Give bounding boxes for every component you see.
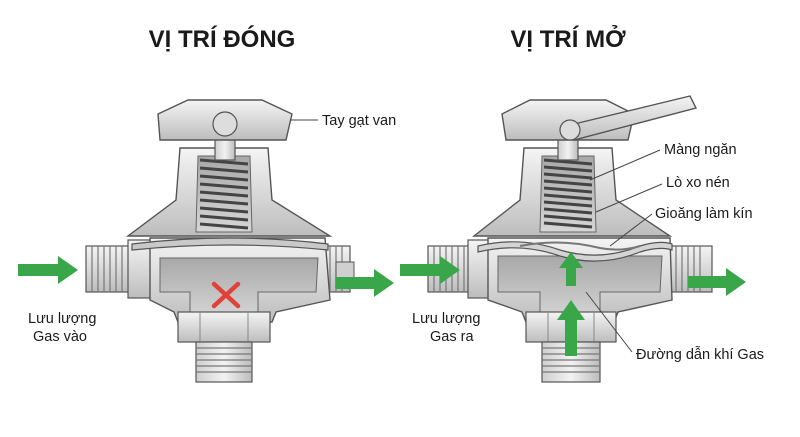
closed-valve: Tay gạt van Lưu lượng Gas vào bbox=[18, 99, 396, 383]
open-diaphragm bbox=[477, 241, 673, 262]
closed-outflow-arrow-icon bbox=[336, 269, 394, 297]
spring-label: Lò xo nén bbox=[666, 175, 730, 191]
leader-lines bbox=[585, 149, 663, 353]
open-position-title: VỊ TRÍ MỞ bbox=[510, 26, 626, 53]
inflow-label-line2: Gas vào bbox=[33, 329, 87, 345]
outflow-label-line1: Lưu lượng bbox=[412, 311, 480, 327]
inflow-arrow-icon bbox=[18, 256, 78, 284]
handle-label: Tay gạt van bbox=[322, 113, 396, 129]
inflow-arrow-icon-open bbox=[400, 256, 460, 284]
diaphragm-label: Màng ngăn bbox=[664, 142, 737, 158]
gasket bbox=[519, 241, 641, 251]
upflow-arrow-icon bbox=[557, 300, 585, 356]
closed-spring bbox=[199, 158, 249, 230]
closed-diaphragm bbox=[131, 237, 329, 251]
stop-x-mark-icon bbox=[211, 281, 241, 309]
outflow-label-line2: Gas ra bbox=[430, 329, 474, 345]
closed-position-title: VỊ TRÍ ĐÓNG bbox=[148, 26, 296, 53]
open-valve: Màng ngăn Lò xo nén Gioăng làm kín Lưu l… bbox=[400, 95, 764, 383]
gasket-label: Gioăng làm kín bbox=[655, 206, 753, 222]
upflow-arrow-small-icon bbox=[559, 252, 583, 286]
gas-path-label: Đường dẫn khí Gas bbox=[636, 346, 764, 363]
inflow-label-line1: Lưu lượng bbox=[28, 311, 96, 327]
outflow-arrow-icon bbox=[688, 268, 746, 296]
open-spring bbox=[543, 158, 593, 229]
